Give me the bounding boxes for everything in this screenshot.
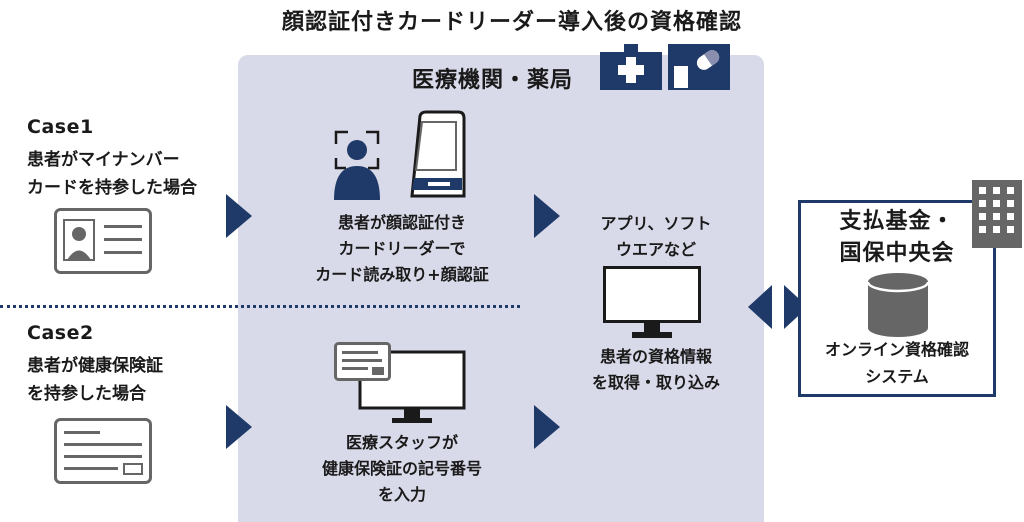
case-divider: [0, 305, 520, 308]
face-step-line2: カードリーダーで: [338, 239, 466, 258]
monitor-icon: [603, 266, 701, 338]
arrow-left-icon: [748, 285, 772, 329]
hospital-icon: [600, 44, 662, 90]
qualification-info-label: 患者の資格情報 を取得・取り込み: [566, 344, 746, 396]
system-label-line1: オンライン資格確認: [824, 340, 969, 359]
case2-desc-line1: 患者が健康保険証: [27, 356, 163, 376]
pharmacy-icon: [668, 44, 730, 90]
face-step-line1: 患者が顔認証付き: [337, 213, 466, 232]
staff-step-line2: 健康保険証の記号番号: [321, 459, 482, 478]
pc-with-card-icon: [334, 342, 466, 423]
health-insurance-card-icon: [54, 418, 152, 484]
system-label-line2: システム: [865, 367, 929, 386]
system-title-line2: 国保中央会: [839, 241, 955, 266]
arrow-right-icon: [534, 405, 560, 449]
database-icon: [866, 273, 930, 337]
system-label: オンライン資格確認 システム: [798, 336, 996, 390]
app-bottom-line2: を取得・取り込み: [591, 373, 720, 392]
card-reader-icon: [410, 110, 466, 198]
page-title: 顔認証付きカードリーダー導入後の資格確認: [281, 10, 742, 35]
app-software-label: アプリ、ソフト ウエアなど: [566, 211, 746, 263]
system-title-line1: 支払基金・: [839, 209, 955, 234]
app-top-line1: アプリ、ソフト: [600, 214, 712, 233]
face-step-line3: カード読み取り+顔認証: [315, 265, 489, 284]
staff-input-step-label: 医療スタッフが 健康保険証の記号番号 を入力: [272, 430, 532, 508]
system-operator-title: 支払基金・ 国保中央会: [798, 206, 996, 270]
panel-title: 医療機関・薬局: [412, 68, 574, 93]
app-top-line2: ウエアなど: [615, 240, 696, 259]
case2-title: Case2: [27, 322, 94, 344]
case1-description: 患者がマイナンバー カードを持参した場合: [27, 146, 197, 202]
case2-description: 患者が健康保険証 を持参した場合: [27, 352, 163, 408]
case2-desc-line2: を持参した場合: [27, 384, 146, 404]
app-bottom-line1: 患者の資格情報: [599, 347, 712, 366]
case1-desc-line1: 患者がマイナンバー: [27, 150, 180, 170]
staff-step-line3: を入力: [377, 485, 426, 504]
face-scan-icon: [334, 130, 380, 200]
case1-desc-line2: カードを持参した場合: [27, 178, 197, 198]
face-auth-step-label: 患者が顔認証付き カードリーダーで カード読み取り+顔認証: [272, 210, 532, 288]
building-icon: [972, 180, 1022, 248]
arrow-right-icon: [534, 194, 560, 238]
case1-title: Case1: [27, 116, 94, 138]
arrow-right-icon: [226, 194, 252, 238]
staff-step-line1: 医療スタッフが: [345, 433, 458, 452]
id-card-with-photo-icon: [54, 208, 152, 274]
arrow-right-icon: [784, 285, 808, 329]
arrow-right-icon: [226, 405, 252, 449]
